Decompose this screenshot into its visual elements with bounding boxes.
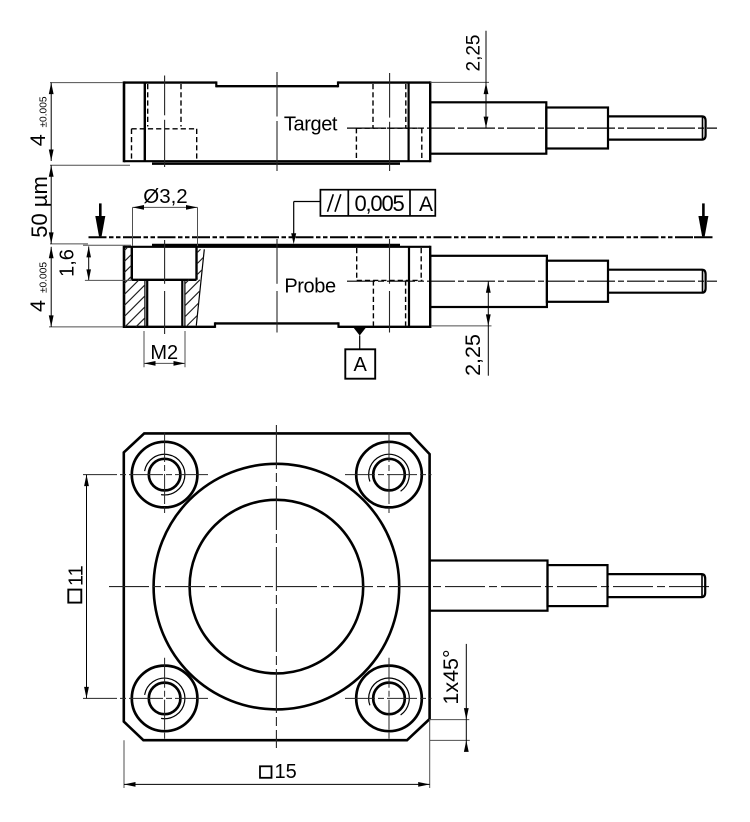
svg-text:Target: Target [284,114,338,136]
svg-text:4: 4 [26,134,50,146]
svg-text:A: A [419,193,433,216]
svg-text:2,25: 2,25 [461,334,485,376]
svg-text:15: 15 [275,761,297,783]
svg-text:11: 11 [66,565,88,586]
svg-text:A: A [354,354,368,376]
svg-text:50 µm: 50 µm [27,176,52,238]
svg-text:±0.005: ±0.005 [39,96,50,127]
svg-text:±0.005: ±0.005 [39,262,50,293]
svg-text:M2: M2 [150,342,178,364]
svg-text:1x45°: 1x45° [439,649,463,704]
svg-text:0,005: 0,005 [354,191,404,216]
svg-text:Probe: Probe [284,276,336,298]
svg-text:2,25: 2,25 [464,35,485,72]
svg-text:1,6: 1,6 [57,249,79,277]
svg-text:Ø3,2: Ø3,2 [143,185,187,208]
svg-text:4: 4 [26,300,50,312]
